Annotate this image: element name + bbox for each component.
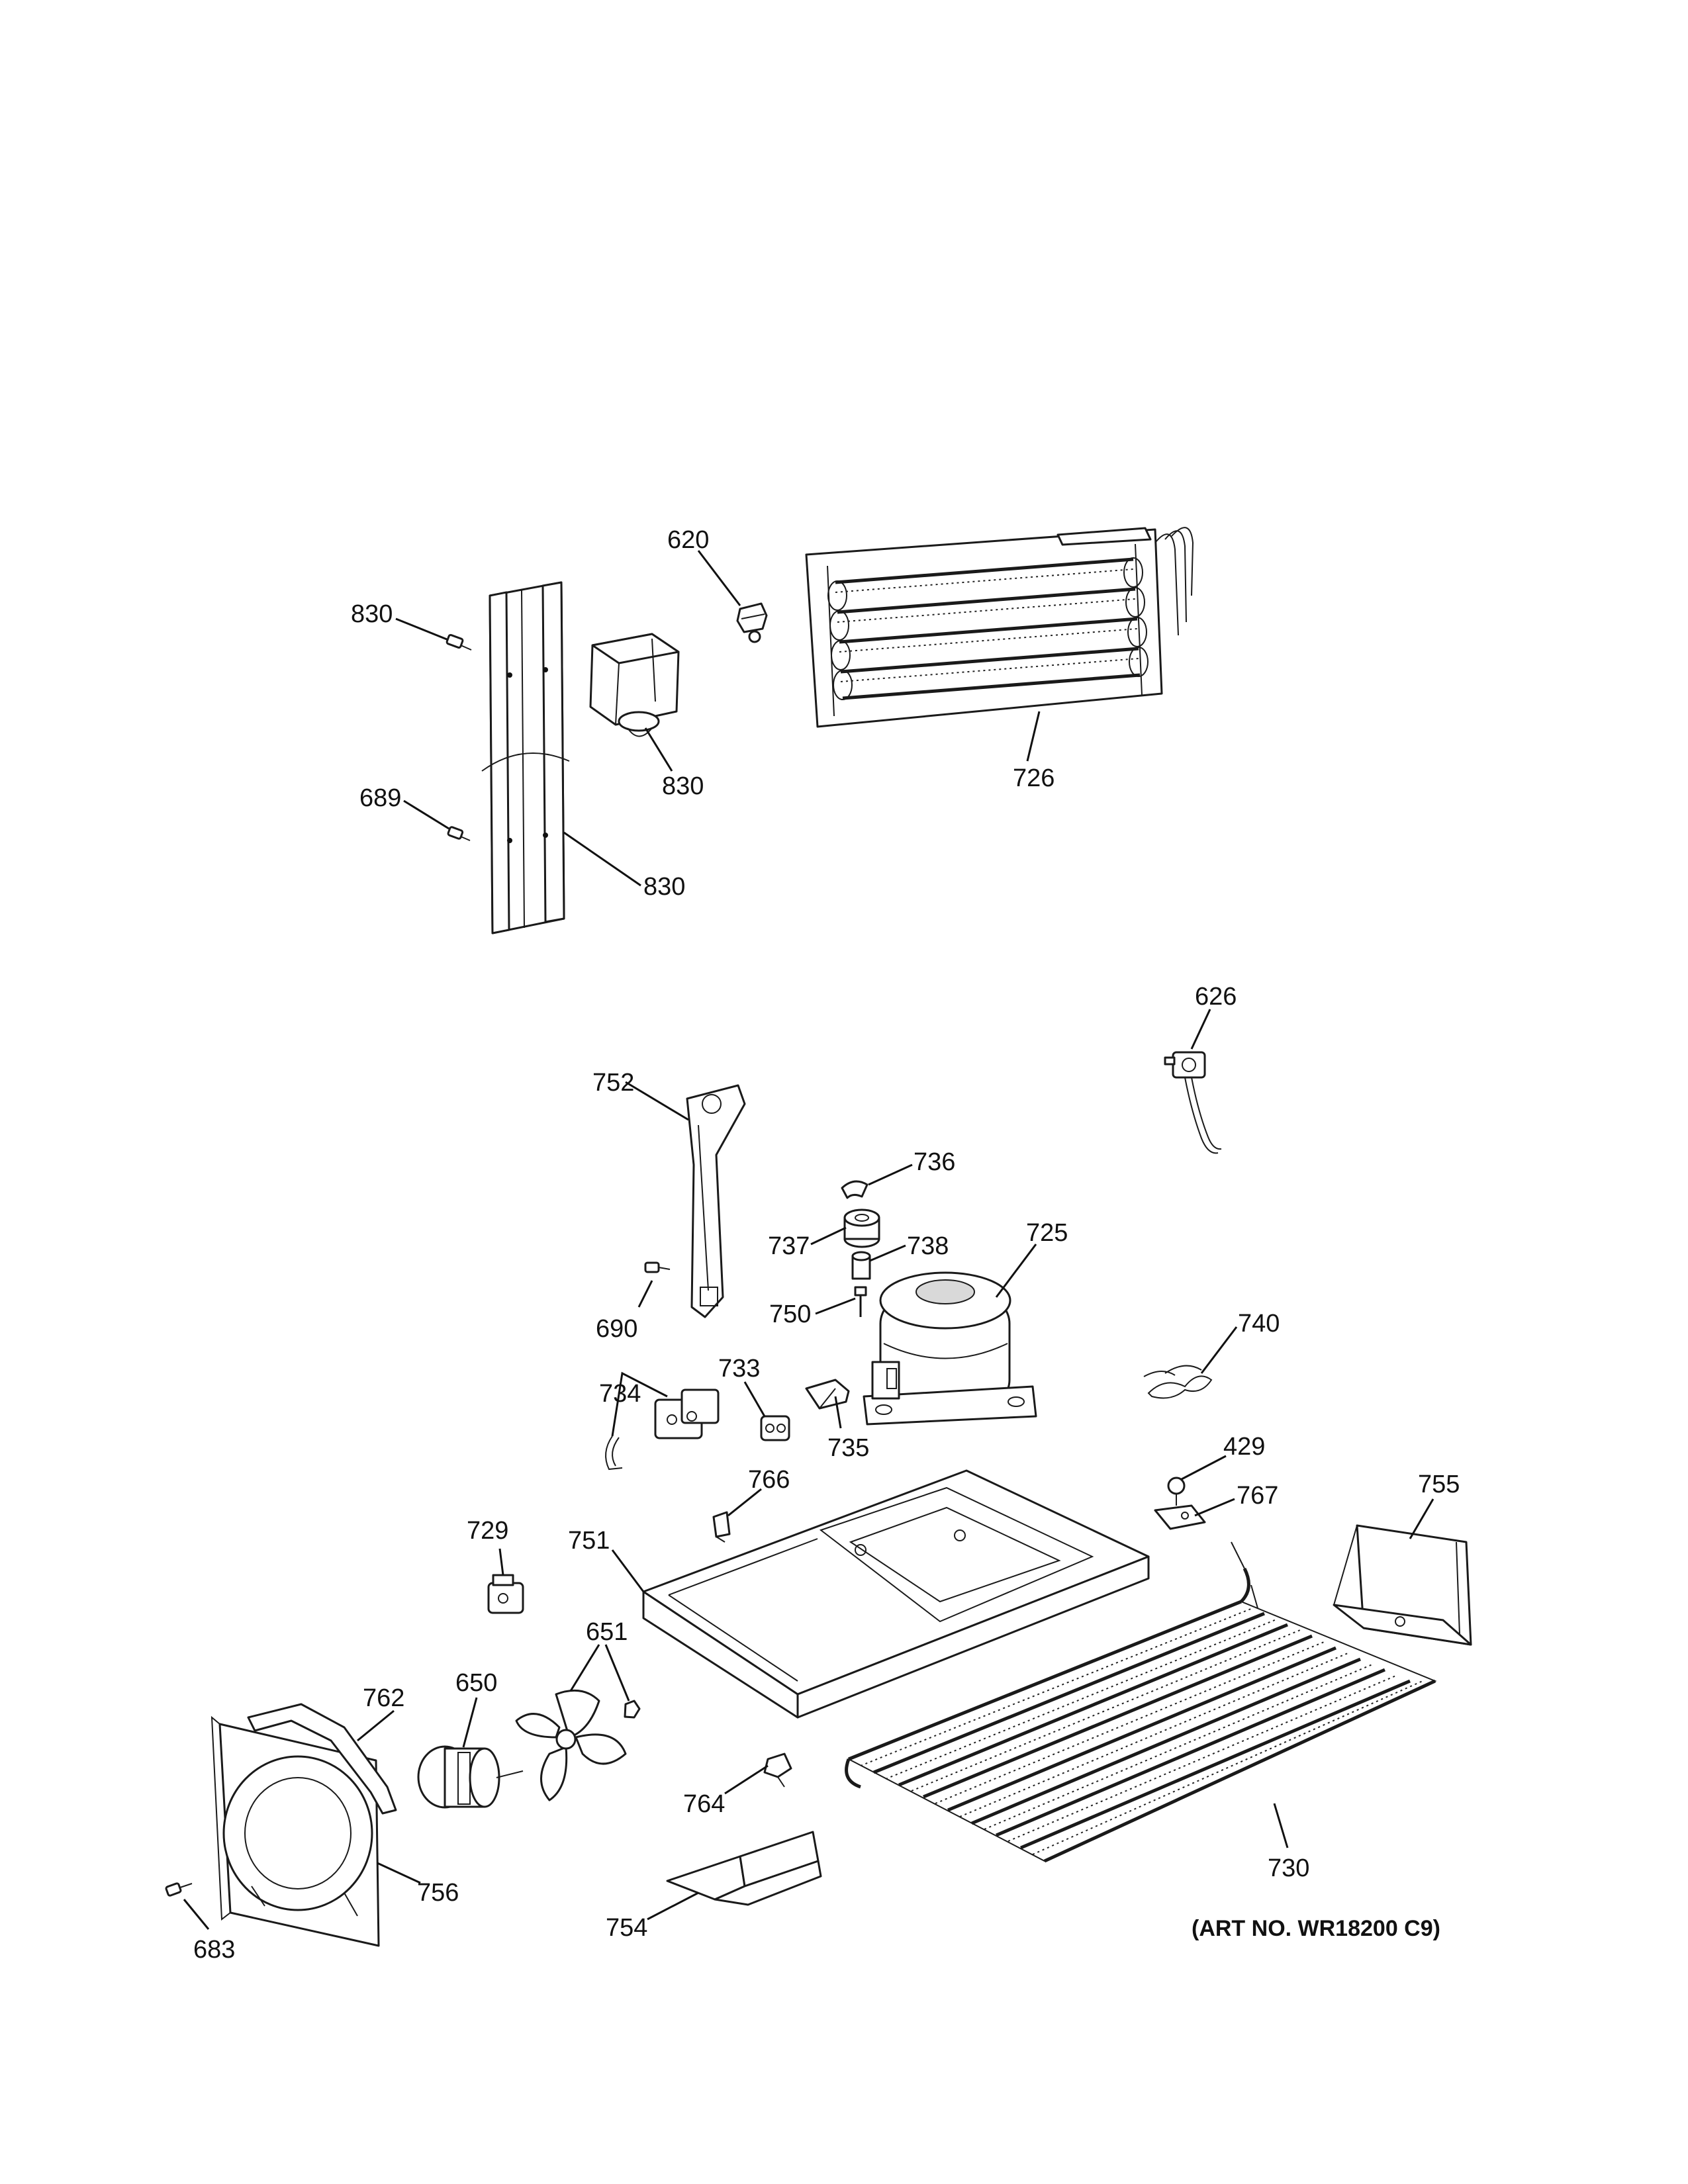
- part-730-condenser: [845, 1541, 1437, 1863]
- part-733-relay: [760, 1415, 790, 1441]
- callout-830-channel: 830: [643, 873, 685, 901]
- callout-730: 730: [1268, 1854, 1309, 1882]
- callout-754: 754: [606, 1914, 647, 1942]
- part-754-trough: [666, 1831, 822, 1906]
- callout-651: 651: [586, 1618, 628, 1646]
- part-683-screw: [165, 1882, 193, 1897]
- callout-733: 733: [718, 1355, 760, 1383]
- callout-689: 689: [359, 784, 401, 812]
- part-738-sleeve: [851, 1251, 871, 1280]
- callout-725: 725: [1026, 1219, 1068, 1247]
- part-689-screw: [447, 826, 471, 841]
- part-651-fan-blade: [515, 1689, 641, 1801]
- part-740-clip: [1143, 1365, 1213, 1399]
- part-620-clip: [736, 602, 768, 643]
- part-830-bracket: [589, 633, 680, 737]
- part-830-channel: [481, 581, 570, 934]
- part-762-gasket: [247, 1703, 397, 1815]
- part-650-fan-motor: [417, 1745, 524, 1809]
- leader-lines: [183, 550, 1434, 1930]
- part-736-clip: [841, 1180, 868, 1199]
- callout-764: 764: [683, 1790, 725, 1818]
- callout-830-screw: 830: [351, 600, 393, 628]
- part-690-screw: [644, 1261, 671, 1273]
- part-767-bracket: [1154, 1504, 1206, 1530]
- part-429-screw: [1167, 1477, 1186, 1506]
- callout-766: 766: [748, 1466, 790, 1494]
- callout-734: 734: [599, 1380, 641, 1408]
- callout-755: 755: [1418, 1471, 1460, 1498]
- callout-626: 626: [1195, 983, 1237, 1011]
- callout-labels: 620 830 830 689 830 726 626 752 736 737 …: [193, 526, 1460, 1964]
- callout-735: 735: [827, 1434, 869, 1462]
- part-750-stud: [854, 1286, 867, 1317]
- part-735-cover: [805, 1379, 850, 1410]
- callout-736: 736: [914, 1148, 955, 1176]
- callout-740: 740: [1238, 1310, 1280, 1338]
- callout-429: 429: [1223, 1433, 1265, 1461]
- part-756-fan-shroud: [211, 1715, 380, 1947]
- callout-750: 750: [769, 1300, 811, 1328]
- callout-737: 737: [768, 1232, 810, 1260]
- part-726-evaporator: [805, 527, 1194, 728]
- part-766-clip: [712, 1511, 731, 1543]
- callout-729: 729: [467, 1517, 508, 1545]
- callout-683: 683: [193, 1936, 235, 1964]
- callout-756: 756: [417, 1879, 459, 1907]
- part-737-grommet: [843, 1208, 880, 1248]
- part-751-base-pan: [642, 1469, 1150, 1719]
- callout-726: 726: [1013, 764, 1055, 792]
- part-830-screw: [445, 634, 472, 651]
- callout-751: 751: [568, 1527, 610, 1555]
- callout-752: 752: [592, 1069, 634, 1097]
- part-626-thermostat: [1164, 1051, 1222, 1154]
- callout-830-bracket: 830: [662, 772, 704, 800]
- part-734-overload: [605, 1388, 720, 1471]
- callout-767: 767: [1237, 1482, 1278, 1510]
- part-755-angle-bracket: [1333, 1524, 1472, 1646]
- callout-738: 738: [907, 1232, 949, 1260]
- part-752-bracket: [686, 1084, 746, 1318]
- callout-620: 620: [667, 526, 709, 554]
- callout-690: 690: [596, 1315, 637, 1343]
- art-number: (ART NO. WR18200 C9): [1192, 1916, 1440, 1941]
- part-764-clip: [763, 1752, 792, 1788]
- callout-762: 762: [363, 1684, 404, 1712]
- callout-650: 650: [455, 1669, 497, 1697]
- part-725-compressor: [863, 1271, 1037, 1426]
- part-729-capacitor: [487, 1574, 524, 1614]
